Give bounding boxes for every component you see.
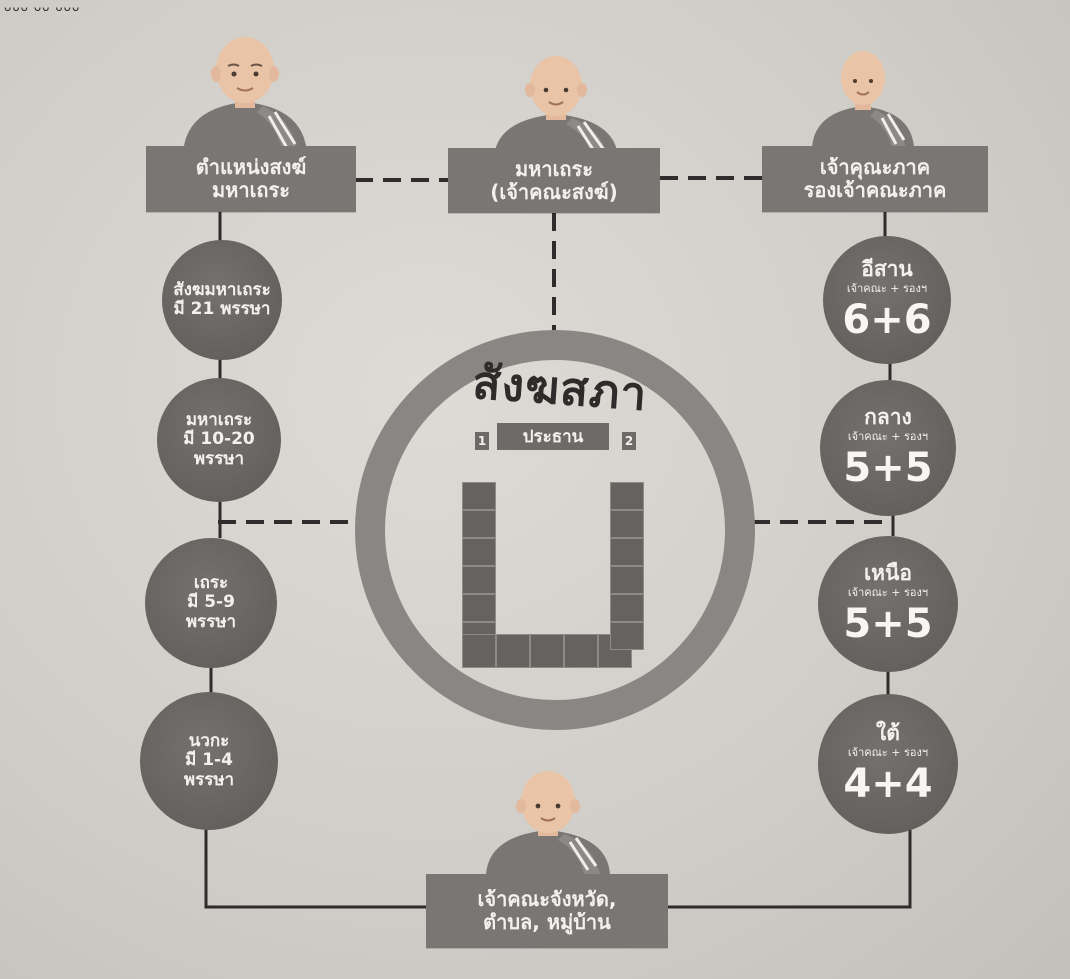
box-mahathera-council: มหาเถระ (เจ้าคณะสงฆ์): [448, 148, 660, 213]
box-line: (เจ้าคณะสงฆ์): [490, 179, 618, 204]
seat-bottom: [530, 634, 564, 668]
seat-number-left: 1: [475, 432, 489, 450]
circle-line: มี 21 พรรษา: [173, 299, 271, 319]
seat-bottom: [496, 634, 530, 668]
region-sub: เจ้าคณะ + รองฯ: [847, 430, 929, 444]
box-line: เจ้าคณะจังหวัด,: [477, 887, 617, 911]
circle-region-isan: อีสาน เจ้าคณะ + รองฯ 6+6: [823, 236, 951, 364]
seat-left: [462, 482, 496, 510]
circle-region-central: กลาง เจ้าคณะ + รองฯ 5+5: [820, 380, 956, 516]
region-name: กลาง: [864, 404, 912, 429]
region-sub: เจ้าคณะ + รองฯ: [847, 586, 929, 600]
monk-icon: [494, 56, 618, 158]
region-count: 4+4: [843, 760, 933, 807]
circle-line: เถระ: [193, 573, 229, 594]
circle-sangha-mahathera: สังฆมหาเถระ มี 21 พรรษา: [162, 240, 282, 360]
circle-region-north: เหนือ เจ้าคณะ + รองฯ 5+5: [818, 536, 958, 672]
seat-left: [462, 510, 496, 538]
circle-thera: เถระ มี 5-9 พรรษา: [145, 538, 277, 668]
monk-icon: [486, 771, 610, 875]
box-sangha-rank-title: ตำแหน่งสงฆ์ มหาเถระ: [146, 146, 356, 212]
seat-bottom: [462, 634, 496, 668]
box-line: มหาเถระ: [211, 178, 291, 202]
circle-region-south: ใต้ เจ้าคณะ + รองฯ 4+4: [818, 694, 958, 834]
box-line: รองเจ้าคณะภาค: [803, 178, 947, 202]
seat-right: [610, 538, 644, 566]
region-name: เหนือ: [864, 560, 912, 585]
seat-left: [462, 566, 496, 594]
region-sub: เจ้าคณะ + รองฯ: [846, 282, 928, 296]
circle-line: สังฆมหาเถระ: [173, 279, 271, 300]
circle-line: มหาเถระ: [185, 410, 253, 431]
seat-bottom: [564, 634, 598, 668]
box-line: ตำบล, หมู่บ้าน: [483, 910, 611, 934]
page-header-mark: ᴗᴗᴗ ᴗᴗ ᴗᴗᴗ: [4, 0, 81, 14]
box-line: มหาเถระ: [514, 156, 594, 181]
seat-right: [610, 566, 644, 594]
circle-mahathera: มหาเถระ มี 10-20 พรรษา: [157, 378, 281, 502]
circle-line: พรรษา: [183, 769, 235, 790]
region-name: อีสาน: [861, 256, 913, 281]
circle-line: มี 1-4: [185, 750, 233, 771]
circle-line: มี 5-9: [187, 592, 235, 613]
president-seat-label: ประธาน: [497, 423, 609, 450]
region-count: 5+5: [843, 600, 933, 647]
region-count: 6+6: [842, 296, 932, 343]
circle-navaka: นวกะ มี 1-4 พรรษา: [140, 692, 278, 830]
circle-line: มี 10-20: [183, 429, 255, 450]
circle-line: พรรษา: [185, 611, 237, 632]
box-regional-heads: เจ้าคุณะภาค รองเจ้าคณะภาค: [762, 146, 988, 212]
monk-icon: [183, 37, 307, 155]
seat-right: [610, 482, 644, 510]
region-name: ใต้: [876, 720, 900, 745]
box-line: เจ้าคุณะภาค: [819, 155, 931, 179]
region-sub: เจ้าคณะ + รองฯ: [847, 746, 929, 760]
seat-right: [610, 622, 644, 650]
region-count: 5+5: [843, 444, 933, 491]
seat-left: [462, 538, 496, 566]
seat-right: [610, 510, 644, 538]
seat-number-right: 2: [622, 432, 636, 450]
seat-right: [610, 594, 644, 622]
monk-icon: [812, 51, 914, 148]
box-line: ตำแหน่งสงฆ์: [195, 155, 307, 179]
circle-line: พรรษา: [193, 448, 245, 469]
seat-left: [462, 594, 496, 622]
circle-line: นวกะ: [188, 731, 230, 752]
box-provincial-heads: เจ้าคณะจังหวัด, ตำบล, หมู่บ้าน: [426, 874, 668, 948]
